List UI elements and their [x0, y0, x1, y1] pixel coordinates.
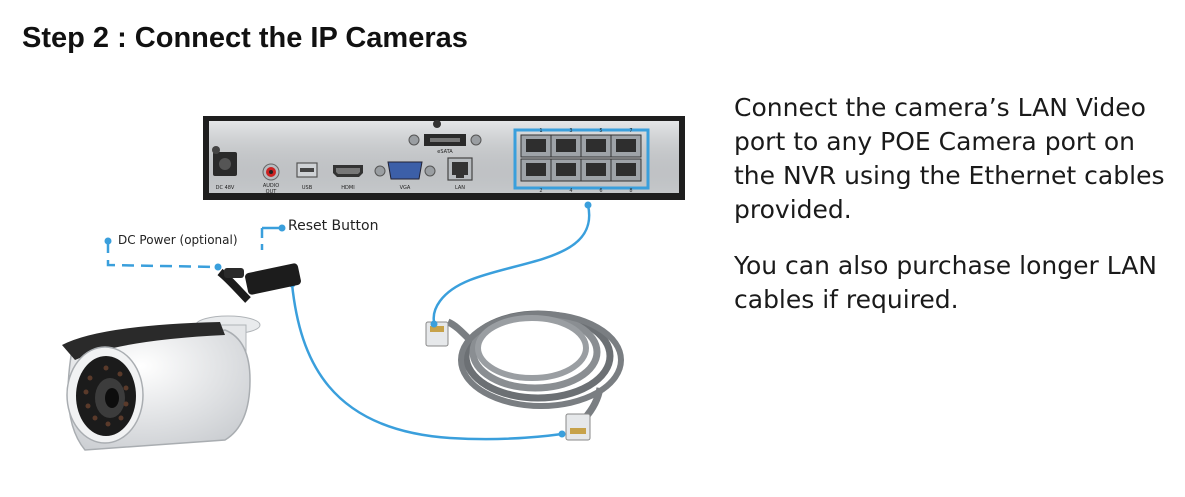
line-dot [584, 201, 592, 209]
port-num: 6 [599, 188, 602, 194]
port-num: 1 [539, 128, 542, 134]
port-num: 4 [569, 188, 572, 194]
instructions: Connect the camera’s LAN Video port to a… [734, 91, 1174, 339]
port-num: 8 [629, 188, 632, 194]
instruction-connect: Connect the camera’s LAN Video port to a… [734, 93, 1165, 224]
page-title: Step 2 : Connect the IP Cameras [22, 22, 468, 54]
vga-label: VGA [400, 185, 411, 191]
esata-port: eSATA [408, 120, 482, 155]
audio-label-1: AUDIO [263, 183, 279, 189]
port-num: 5 [599, 128, 602, 134]
connection-diagram: DC 48V AUDIO OUT USB HDMI VGA [62, 116, 685, 451]
port-num: 7 [629, 128, 632, 134]
reset-button-callout: Reset Button [288, 218, 379, 234]
line-dot [558, 430, 566, 438]
poe-port-grid [520, 134, 642, 182]
ethernet-cable-coil [425, 310, 624, 441]
audio-label-2: OUT [266, 189, 278, 195]
usb-port: USB [296, 162, 318, 191]
dc-label: DC 48V [216, 185, 235, 191]
audio-out-port: AUDIO OUT [262, 163, 280, 195]
rj45-connector [565, 413, 591, 441]
nvr-to-cable-line [432, 204, 591, 323]
dc-power-line [106, 241, 219, 269]
line-dot [104, 237, 112, 245]
hdmi-label: HDMI [341, 185, 354, 191]
port-num: 3 [569, 128, 572, 134]
port-num: 2 [539, 188, 542, 194]
lan-label: LAN [455, 185, 465, 191]
ir-leds [83, 365, 129, 427]
ip-bullet-camera [62, 263, 301, 451]
dc-power-callout: DC Power (optional) [118, 233, 238, 247]
usb-label: USB [302, 185, 313, 191]
poe-camera-ports: 1 3 5 7 2 4 6 8 [513, 128, 650, 194]
nvr-device: DC 48V AUDIO OUT USB HDMI VGA [203, 116, 685, 200]
camera-to-cable-line [290, 283, 563, 441]
line-dot [430, 320, 438, 328]
vga-port: VGA [374, 161, 436, 191]
dc-power-jack: DC 48V [212, 146, 237, 191]
hdmi-port: HDMI [333, 165, 363, 191]
line-dot [278, 224, 286, 232]
connection-lines [106, 204, 591, 441]
line-dot [214, 263, 222, 271]
rj45-connector [425, 321, 449, 347]
esata-label: eSATA [437, 149, 453, 155]
lan-port: LAN [447, 157, 473, 191]
instruction-longer-cables: You can also purchase longer LAN cables … [734, 251, 1157, 314]
